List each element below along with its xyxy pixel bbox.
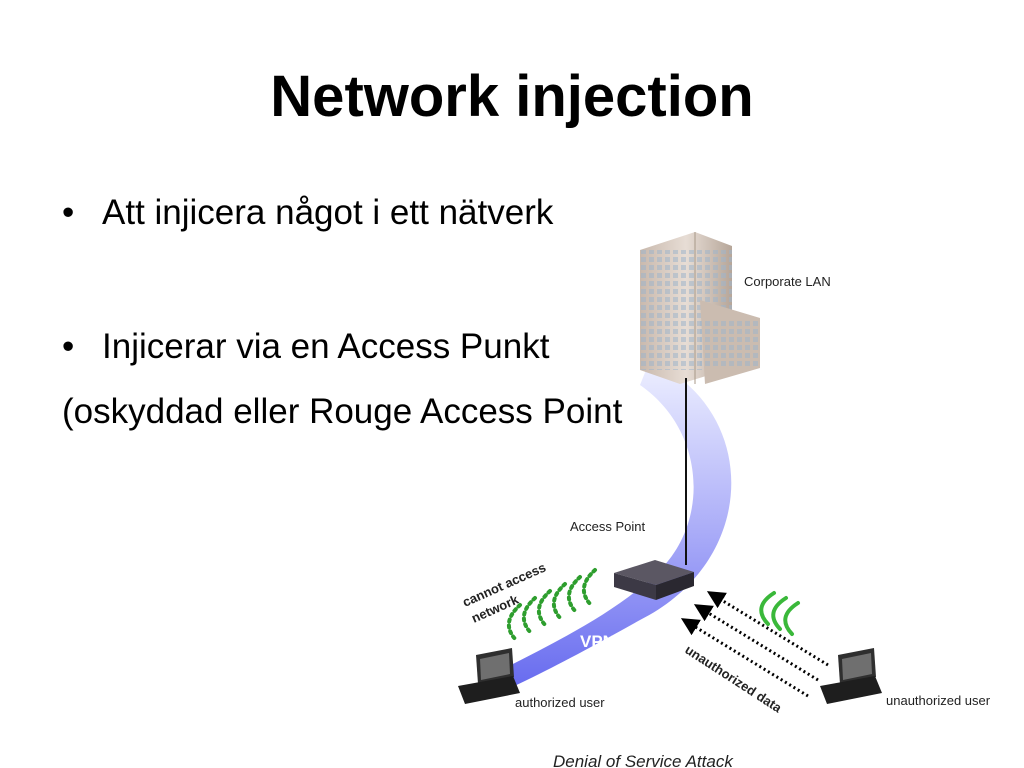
bullet-marker: • bbox=[62, 193, 75, 232]
corporate-lan-label: Corporate LAN bbox=[744, 274, 831, 289]
unauthorized-data-arrows bbox=[680, 591, 829, 698]
unauthorized-user-label: unauthorized user bbox=[886, 693, 991, 708]
diagram-caption: Denial of Service Attack bbox=[553, 752, 734, 768]
authorized-laptop-icon bbox=[458, 648, 520, 704]
access-point-icon bbox=[614, 560, 694, 600]
vpn-label: VPN bbox=[580, 632, 615, 651]
corporate-building-icon bbox=[640, 232, 760, 384]
bullet-text: Injicerar via en Access Punkt bbox=[102, 327, 550, 366]
vpn-tunnel bbox=[505, 360, 732, 688]
unauthorized-data-label: unauthorized data bbox=[682, 642, 785, 716]
attack-signal-icon bbox=[759, 591, 800, 636]
slide-title: Network injection bbox=[270, 64, 754, 129]
bullet-text: Att injicera något i ett nätverk bbox=[102, 193, 554, 232]
bullet-marker: • bbox=[62, 327, 75, 366]
access-point-label: Access Point bbox=[570, 519, 646, 534]
blocked-signal-icon bbox=[507, 568, 597, 642]
authorized-user-label: authorized user bbox=[515, 695, 605, 710]
unauthorized-laptop-icon bbox=[820, 648, 882, 704]
bullet-rogue-ap-note: (oskyddad eller Rouge Access Point bbox=[62, 391, 622, 433]
bullet-inject-network: • Att injicera något i ett nätverk bbox=[62, 192, 553, 234]
bullet-text: (oskyddad eller Rouge Access Point bbox=[62, 392, 623, 431]
bullet-via-access-point: • Injicerar via en Access Punkt bbox=[62, 326, 549, 368]
